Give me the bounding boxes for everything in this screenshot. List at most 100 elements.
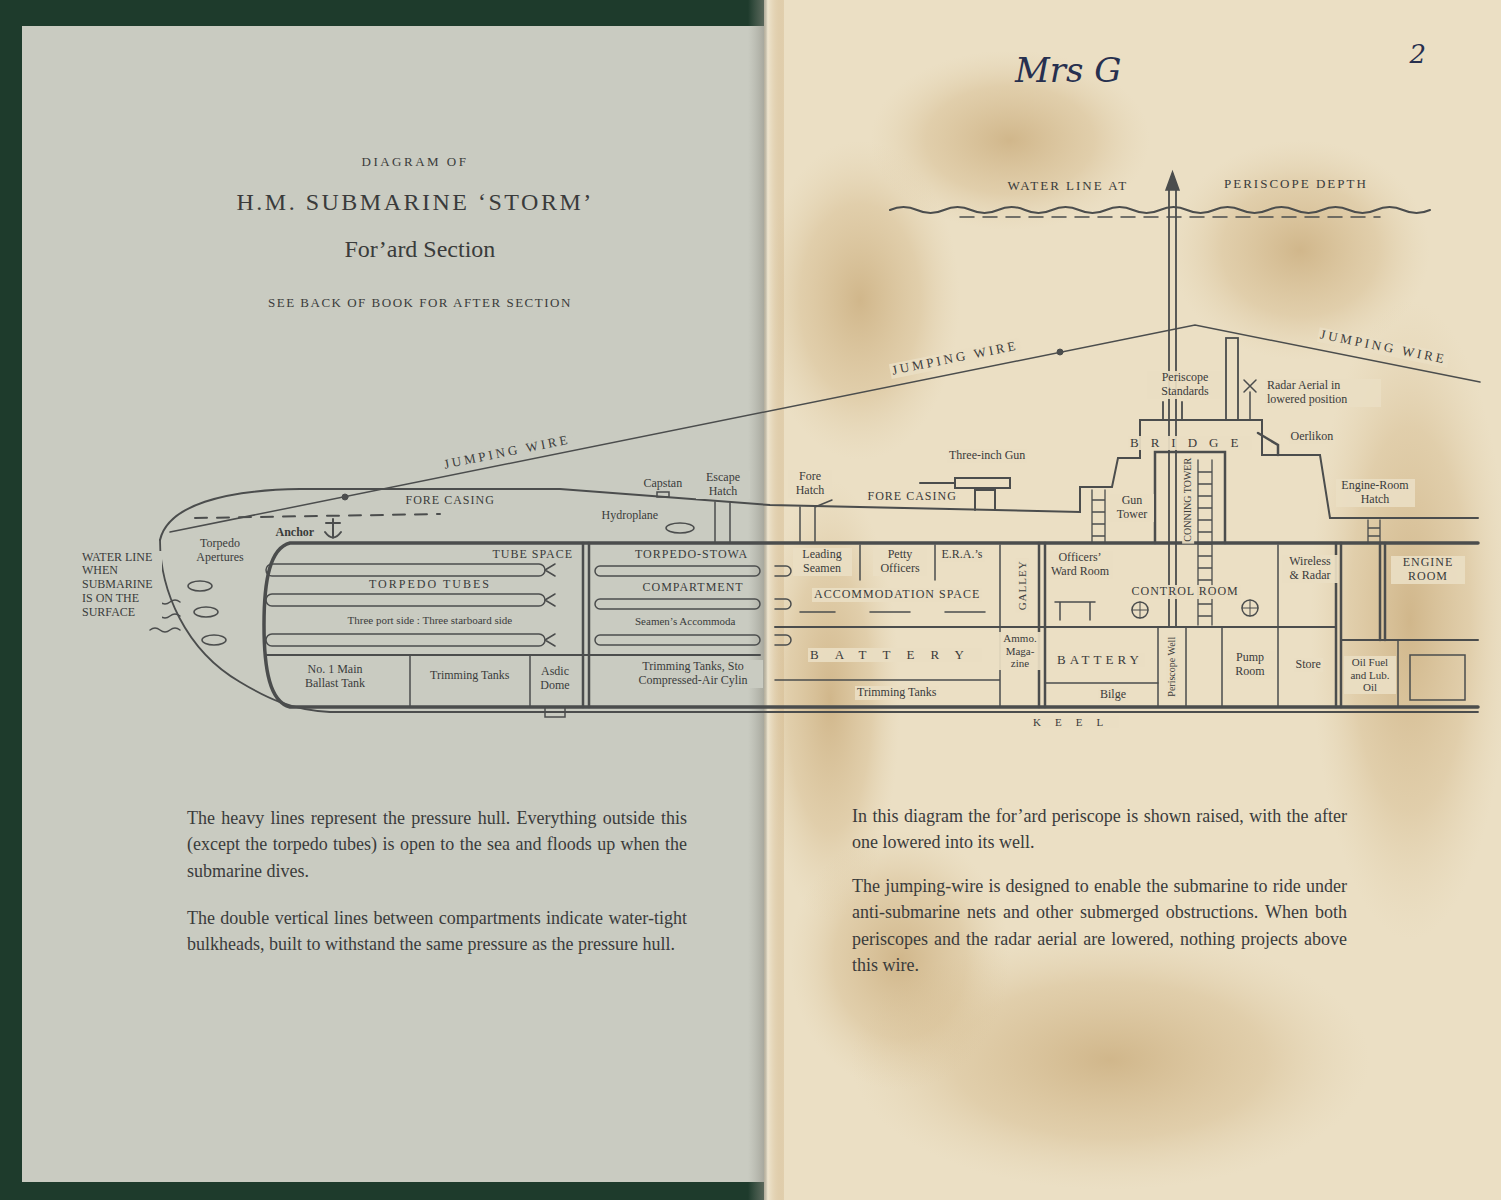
part-label: Three port side : Three starboard side — [346, 614, 515, 627]
part-label: CONTROL ROOM — [1130, 585, 1241, 599]
part-label: Pump Room — [1226, 651, 1275, 679]
part-label: Engine-Room Hatch — [1336, 479, 1415, 507]
stowed-torpedo — [595, 599, 760, 609]
part-label: Hydroplane — [600, 509, 661, 523]
part-label: Officers’ Ward Room — [1047, 551, 1113, 579]
torpedo-aperture — [202, 635, 226, 645]
wire-insulator — [342, 494, 348, 500]
watertight-bulkhead — [583, 543, 1385, 707]
diagram-title: H.M. SUBMARINE ‘STORM’ — [237, 189, 594, 217]
jumping-wire — [170, 325, 1480, 532]
part-label: Fore Hatch — [788, 470, 832, 498]
periscope-standard — [1163, 402, 1182, 420]
part-label: KEEL — [1031, 716, 1119, 729]
part-label: TUBE SPACE — [491, 548, 576, 562]
water-line-wave — [890, 207, 1430, 213]
handwritten-note: Mrs G — [1015, 51, 1121, 90]
left-endpaper — [22, 26, 764, 1182]
part-label: BATTERY — [1055, 653, 1145, 668]
part-label: Capstan — [642, 477, 685, 491]
part-label: FORE CASING — [866, 490, 959, 504]
part-label: Ammo. Maga- zine — [999, 632, 1041, 670]
part-label: Gun Tower — [1110, 494, 1154, 522]
conning-ladder — [1198, 460, 1212, 625]
foxing-stains — [760, 50, 1501, 1190]
torpedo-tube — [266, 634, 545, 646]
torpedo-tube — [266, 594, 545, 606]
part-label: GALLEY — [1016, 558, 1029, 612]
engine-block — [1410, 655, 1465, 700]
escape-hatch-trunk — [715, 502, 730, 543]
part-label: Wireless & Radar — [1282, 555, 1338, 583]
gun-tower-ladder — [1092, 490, 1105, 543]
periscope-head — [1166, 172, 1179, 190]
pressure-hull — [264, 543, 1478, 707]
part-label: Three-inch Gun — [947, 449, 1027, 463]
part-label: Trimming Tanks, Sto Compressed-Air Cylin — [624, 660, 763, 688]
part-label: Radar Aerial in lowered position — [1265, 379, 1381, 407]
torpedo-aperture — [188, 581, 212, 591]
hydroplane-symbol — [666, 523, 694, 533]
submarine-drawing — [150, 172, 1480, 717]
mess-tables — [800, 602, 1095, 620]
compartment-divider — [410, 545, 1398, 707]
radar-aerial — [1244, 380, 1256, 420]
note-paragraph: In this diagram the for’ard periscope is… — [852, 803, 1347, 856]
water-line-dash — [960, 216, 1380, 218]
part-label: Trimming Tanks — [855, 686, 939, 700]
stowed-torpedo-end — [775, 566, 791, 645]
part-label: COMPARTMENT — [641, 581, 746, 595]
engine-hatch-ladder — [1368, 520, 1380, 543]
part-label: Seamen’s Accommoda — [633, 615, 738, 628]
part-label: TORPEDO-STOWA — [633, 548, 750, 562]
part-label: TORPEDO TUBES — [367, 578, 493, 592]
part-label: Periscope Well — [1166, 635, 1178, 699]
part-label: Periscope Standards — [1147, 371, 1223, 399]
stowed-torpedo — [595, 566, 760, 576]
part-label: No. 1 Main Ballast Tank — [291, 663, 380, 691]
part-label: Bilge — [1098, 688, 1128, 702]
part-label: Escape Hatch — [696, 471, 750, 499]
page-number: 2 — [1410, 40, 1427, 70]
torpedo-tube — [266, 564, 545, 576]
part-label: CONNING TOWER — [1182, 456, 1194, 544]
part-label: Torpedo Apertures — [186, 537, 255, 565]
asdic-dome — [545, 707, 565, 717]
gutter-shadow — [748, 0, 784, 1200]
fore-hatch — [800, 500, 832, 543]
anchor-symbol — [325, 519, 341, 538]
note-paragraph: The heavy lines represent the pressure h… — [187, 805, 687, 884]
raised-periscope — [1169, 190, 1176, 627]
casing-rail — [195, 514, 440, 518]
part-label: Petty Officers — [873, 548, 927, 576]
note-paragraph: The jumping-wire is designed to enable t… — [852, 873, 1347, 979]
part-label: Store — [1294, 658, 1323, 672]
water-line-label: PERISCOPE DEPTH — [1224, 177, 1368, 192]
stain — [870, 50, 1150, 230]
part-label: Leading Seamen — [793, 548, 852, 576]
torpedo-aperture — [194, 607, 218, 617]
heading-text: SEE BACK OF BOOK FOR AFTER SECTION — [268, 296, 572, 311]
part-label: Asdic Dome — [535, 665, 575, 693]
wire-insulator — [1057, 349, 1063, 355]
note-paragraph: The double vertical lines between compar… — [187, 905, 687, 958]
capstan-symbol — [657, 492, 669, 497]
part-label: BRIDGE — [1128, 436, 1252, 451]
part-label: BATTERY — [808, 648, 982, 663]
heading-text: DIAGRAM OF — [362, 155, 469, 170]
water-line-label: WATER LINE AT — [1008, 179, 1129, 194]
part-label: Anchor — [274, 526, 317, 540]
periscope-well — [1158, 627, 1186, 707]
part-label: E.R.A.’s — [940, 548, 985, 562]
part-label: WATER LINE WHEN SUBMARINE IS ON THE SURF… — [80, 551, 162, 620]
stain — [1170, 140, 1430, 360]
torpedo-fins — [545, 564, 555, 646]
part-label: Oil Fuel and Lub. Oil — [1344, 656, 1396, 694]
stowed-torpedo — [595, 635, 760, 645]
outer-hull-keel — [160, 540, 1478, 712]
part-label: Trimming Tanks — [428, 669, 512, 683]
oerlikon-gun — [1258, 433, 1278, 455]
heading-text: For’ard Section — [345, 236, 496, 264]
